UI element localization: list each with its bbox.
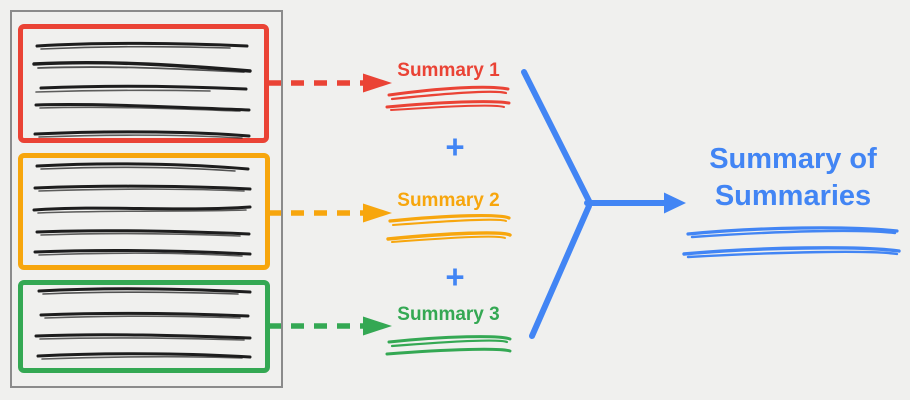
plus-operator-1: + [445,128,465,165]
plus-operator-2: + [445,258,465,295]
dashed-arrow-2-icon [268,203,392,223]
merge-arrow-icon [521,69,686,339]
summary2-label: Summary 2 [397,190,500,211]
document-chunk-2 [18,153,270,270]
document-chunk-1 [18,24,269,143]
source-document-box [10,10,283,388]
summary1-underline-scribble [385,85,511,111]
summary3-underline-scribble [385,335,512,356]
output-underline-scribble [682,226,901,259]
document-chunk-3 [18,280,270,373]
summary3-label: Summary 3 [397,304,500,325]
summary-of-summaries-title: Summary of Summaries [709,143,877,212]
summary2-underline-scribble [386,214,512,243]
dashed-arrow-1-icon [268,73,392,93]
summary1-label: Summary 1 [397,60,500,81]
dashed-arrow-3-icon [268,316,392,336]
